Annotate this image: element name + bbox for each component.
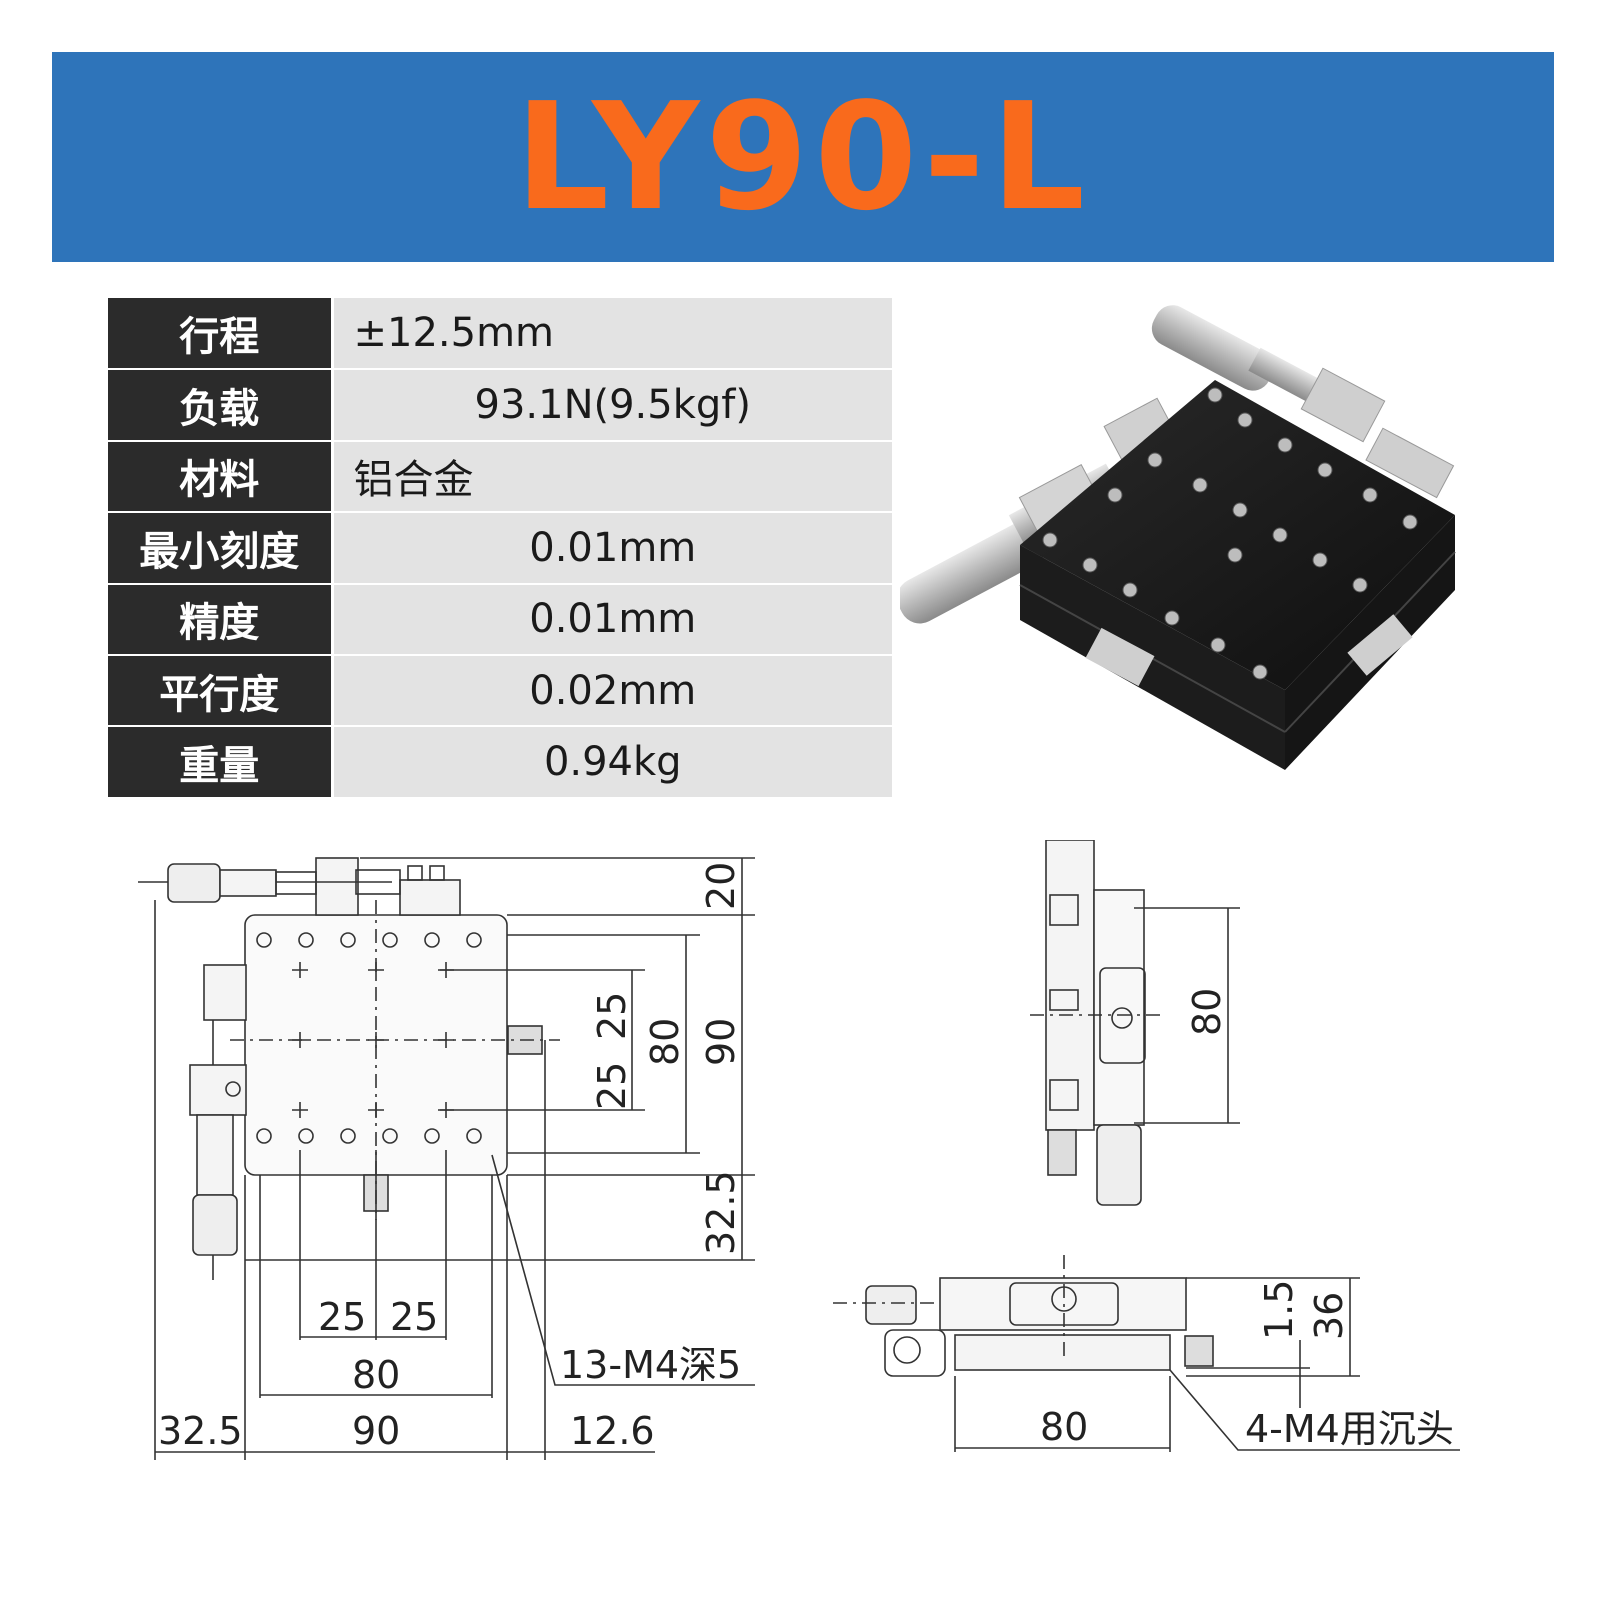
hole-icon: [256, 1128, 272, 1144]
hole-icon: [1402, 514, 1418, 530]
top-view-outline-icon: [138, 857, 560, 1280]
hole-icon: [1252, 664, 1268, 680]
dim-inner-25b: 25: [590, 1062, 634, 1110]
dim-h-80: 80: [352, 1353, 400, 1397]
front-view-outline-icon: [833, 1255, 1460, 1452]
thread-hole-icon: [368, 1032, 384, 1048]
hole-icon: [424, 932, 440, 948]
spec-value: 0.02mm: [330, 654, 892, 728]
front-dim-80: 80: [1040, 1405, 1088, 1449]
dim-left-offset: 32.5: [158, 1409, 243, 1453]
hole-icon: [424, 1128, 440, 1144]
hole-icon: [1352, 577, 1368, 593]
hole-icon: [382, 932, 398, 948]
hole-icon: [1107, 487, 1123, 503]
threaded-holes-icon: [1042, 387, 1418, 680]
spec-value: 0.94kg: [330, 726, 892, 799]
hole-icon: [1207, 387, 1223, 403]
dim-inner-25a: 25: [590, 992, 634, 1040]
thread-hole-icon: [292, 962, 308, 978]
hole-icon: [298, 1128, 314, 1144]
hole-icon: [466, 932, 482, 948]
dim-outer-90: 90: [699, 1018, 743, 1066]
hole-icon: [298, 932, 314, 948]
hole-icon: [1317, 462, 1333, 478]
hole-icon: [256, 932, 272, 948]
thread-hole-icon: [292, 1102, 308, 1118]
dim-h-90: 90: [352, 1409, 400, 1453]
dim-inner-80: 80: [643, 1018, 687, 1066]
hole-icon: [1362, 487, 1378, 503]
thread-hole-icon: [292, 1032, 308, 1048]
hole-icon: [466, 1128, 482, 1144]
spec-label: 负载: [108, 369, 332, 442]
spec-label: 材料: [108, 440, 332, 514]
technical-drawing: 20 25 25 80 90 32.5 25 25 80 90 32.5 12.…: [138, 840, 1460, 1460]
spec-row: 材料铝合金: [108, 440, 892, 514]
spec-label: 行程: [108, 298, 332, 371]
dim-h-25a: 25: [318, 1295, 366, 1339]
spec-value: 铝合金: [330, 440, 892, 514]
thread-hole-icon: [438, 1032, 454, 1048]
hole-icon: [1164, 610, 1180, 626]
hole-icon: [1122, 582, 1138, 598]
callout-holes: 13-M4深5: [560, 1343, 741, 1387]
dim-right-offset: 12.6: [570, 1409, 655, 1453]
hole-icon: [1272, 527, 1288, 543]
spec-label: 最小刻度: [108, 512, 332, 585]
stage-body-icon: [1019, 380, 1456, 770]
hole-icon: [1237, 412, 1253, 428]
dim-h-25b: 25: [390, 1295, 438, 1339]
dim-top-offset: 20: [699, 862, 743, 910]
rear-micrometer-icon: [1151, 305, 1455, 499]
spec-label: 精度: [108, 583, 332, 656]
spec-value: 0.01mm: [330, 512, 892, 585]
thread-hole-icon: [368, 962, 384, 978]
spec-value: 93.1N(9.5kgf): [330, 369, 892, 442]
hole-icon: [1210, 637, 1226, 653]
spec-label: 重量: [108, 726, 332, 799]
hole-icon: [1277, 437, 1293, 453]
front-dim-1-5: 1.5: [1257, 1280, 1301, 1340]
hole-icon: [1227, 547, 1243, 563]
hole-icon: [1082, 557, 1098, 573]
title-banner: LY90-L: [52, 52, 1554, 262]
spec-row: 行程±12.5mm: [108, 298, 892, 371]
hole-icon: [1232, 502, 1248, 518]
dim-bottom-offset: 32.5: [699, 1170, 743, 1255]
product-model-title: LY90-L: [514, 71, 1092, 243]
hole-icon: [340, 932, 356, 948]
dimension-labels: 20 25 25 80 90 32.5 25 25 80 90 32.5 12.…: [158, 862, 1454, 1453]
side-dim-80: 80: [1185, 988, 1229, 1036]
top-view-dimension-lines: [154, 857, 755, 1460]
hole-icon: [1312, 552, 1328, 568]
hole-icon: [1147, 452, 1163, 468]
spec-label: 平行度: [108, 654, 332, 728]
hole-icon: [1042, 532, 1058, 548]
hole-icon: [1192, 477, 1208, 493]
front-dim-36: 36: [1307, 1292, 1351, 1340]
callout-mount: 4-M4用沉头: [1245, 1407, 1454, 1451]
spec-value: ±12.5mm: [330, 298, 892, 371]
hole-icon: [382, 1128, 398, 1144]
thread-hole-icon: [368, 1102, 384, 1118]
product-photo: [900, 305, 1456, 770]
side-view-outline-icon: [1030, 840, 1240, 1206]
spec-value: 0.01mm: [330, 583, 892, 656]
hole-icon: [340, 1128, 356, 1144]
